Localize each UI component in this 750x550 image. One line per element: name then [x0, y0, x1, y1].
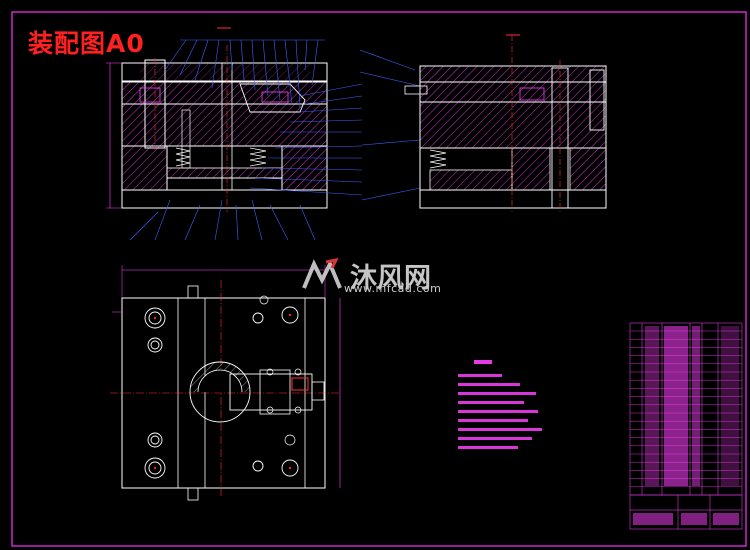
balloon-leaders-bottom — [129, 199, 316, 241]
front-section-view — [106, 45, 328, 212]
balloon-leaders-middle — [249, 49, 421, 201]
side-section-view — [404, 35, 607, 212]
watermark-brand: 沐风网 — [350, 263, 431, 294]
technical-notes — [458, 360, 542, 449]
watermark-url: www.mfcad.com — [344, 282, 442, 295]
parts-list-table — [629, 322, 743, 530]
parts-list-fills — [633, 326, 739, 525]
balloon-leaders-top — [164, 39, 325, 109]
watermark: 沐风网 — [300, 256, 431, 295]
plan-view — [110, 265, 341, 501]
drawing-title: 装配图A0 — [28, 29, 145, 58]
drawing-border — [11, 11, 747, 547]
watermark-logo-icon — [302, 257, 342, 289]
